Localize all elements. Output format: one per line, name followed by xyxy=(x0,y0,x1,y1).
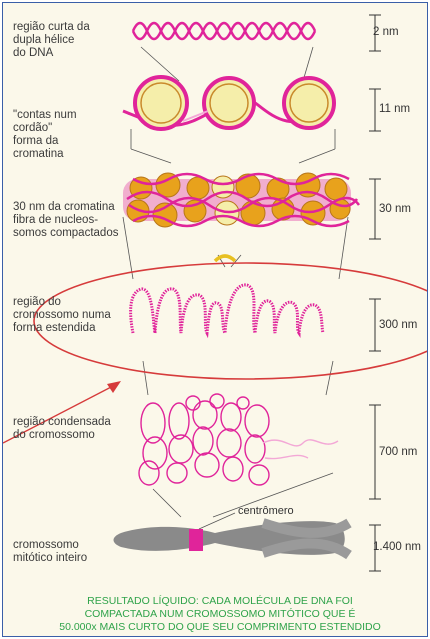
label-dna-helix: região curta da dupla hélice do DNA xyxy=(13,21,90,60)
measure-11nm: 11 nm xyxy=(379,103,410,115)
measure-2nm: 2 nm xyxy=(373,26,399,38)
result-caption: RESULTADO LÍQUIDO: CADA MOLÉCULA DE DNA … xyxy=(55,595,385,634)
label-fiber-30nm: 30 nm da cromatina fibra de nucleos- som… xyxy=(13,201,118,240)
measure-700nm: 700 nm xyxy=(379,446,417,458)
beads-on-string xyxy=(123,77,334,129)
measure-30nm: 30 nm xyxy=(379,203,411,215)
label-beads-on-string: "contas num cordão" forma da cromatina xyxy=(13,109,77,161)
scale-bars xyxy=(369,15,381,571)
mitotic-chromosome xyxy=(114,513,350,555)
label-centromere: centrômero xyxy=(238,505,294,517)
label-mitotic-chromosome: cromossomo mitótico inteiro xyxy=(13,539,87,565)
chromatin-fiber-30nm xyxy=(123,173,359,227)
centromere-mark xyxy=(189,529,203,551)
measure-300nm: 300 nm xyxy=(379,319,417,331)
condensed-chromosome-region xyxy=(139,394,338,485)
label-extended-form: região do cromossomo numa forma estendid… xyxy=(13,296,111,335)
label-condensed-region: região condensada do cromossomo xyxy=(13,416,111,442)
measure-1400nm: 1.400 nm xyxy=(373,541,421,553)
dna-double-helix xyxy=(133,23,315,39)
